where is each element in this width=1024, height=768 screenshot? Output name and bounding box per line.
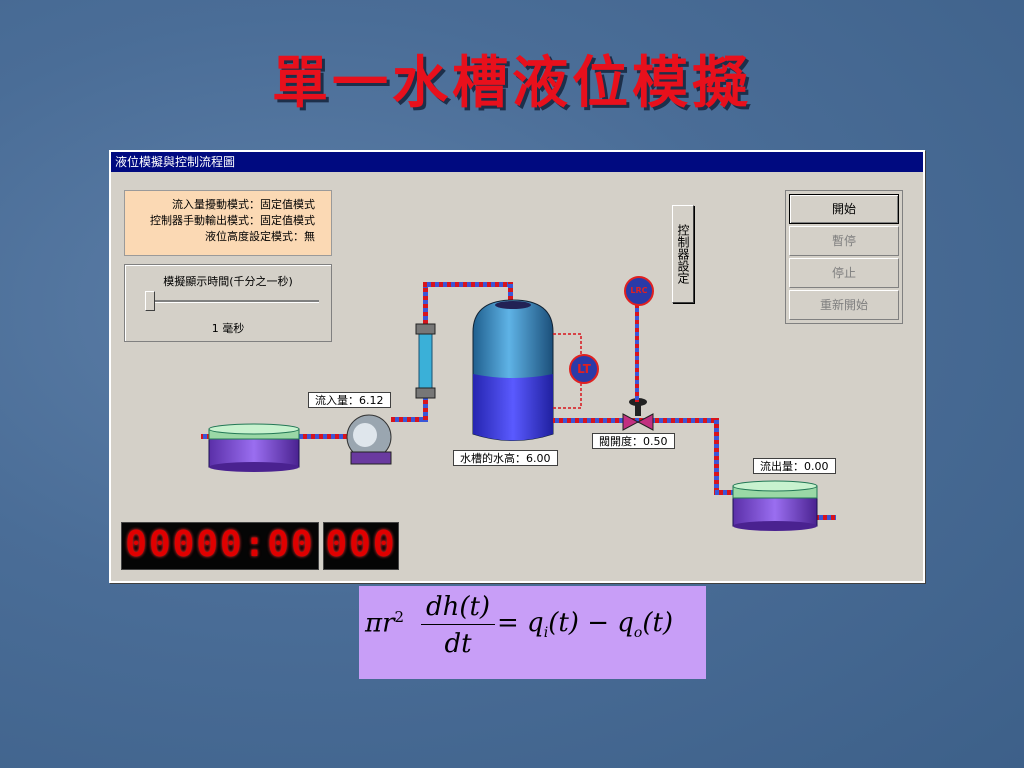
stop-button[interactable]: 停止 bbox=[789, 258, 899, 288]
level-equation: πr2 dh(t) dt = qi(t) − qo(t) bbox=[359, 586, 706, 679]
equation-qo-sub: o bbox=[633, 625, 643, 642]
sim-time-slider-thumb[interactable] bbox=[145, 291, 155, 311]
equation-rhs-tail: (t) bbox=[642, 608, 674, 638]
restart-button[interactable]: 重新開始 bbox=[789, 290, 899, 320]
info-line: 液位高度設定模式：無 bbox=[205, 230, 315, 243]
equation-exponent: 2 bbox=[394, 608, 405, 626]
window-titlebar: 液位模擬與控制流程圖 bbox=[111, 152, 923, 172]
pipe-top bbox=[423, 282, 511, 287]
lrc-signal-line bbox=[635, 304, 639, 402]
flowmeter-cap-bottom bbox=[415, 387, 436, 399]
simulation-window: 液位模擬與控制流程圖 bbox=[109, 150, 925, 583]
control-button-panel: 開始 暫停 停止 重新開始 bbox=[785, 190, 903, 324]
info-line: 控制器手動輸出模式：固定值模式 bbox=[150, 214, 315, 227]
tank-cap bbox=[495, 301, 531, 309]
pump bbox=[346, 414, 392, 465]
equation-numerator: dh(t) bbox=[421, 592, 495, 625]
lt-label: LT bbox=[577, 362, 591, 376]
source-basin bbox=[208, 423, 300, 472]
controller-settings-button[interactable]: 控制器設定 bbox=[672, 205, 694, 303]
equation-rhs: = qi(t) − qo(t) bbox=[497, 608, 673, 641]
sim-time-track[interactable] bbox=[153, 300, 319, 303]
equation-denominator: dt bbox=[444, 629, 472, 659]
clock-main: 00000:00 bbox=[121, 522, 319, 570]
valve-readout: 閥開度：0.50 bbox=[592, 433, 675, 449]
lt-transmitter[interactable]: LT bbox=[569, 354, 599, 384]
tank-level-readout: 水槽的水高：6.00 bbox=[453, 450, 558, 466]
equation-rhs-mid: (t) − q bbox=[548, 608, 634, 638]
start-button[interactable]: 開始 bbox=[789, 194, 899, 224]
flowmeter bbox=[418, 327, 433, 393]
pause-button[interactable]: 暫停 bbox=[789, 226, 899, 256]
pipe-outlet-end bbox=[816, 515, 836, 520]
pipe-tank-feed bbox=[508, 282, 513, 307]
equation-rhs-start: = q bbox=[497, 608, 544, 638]
outflow-readout: 流出量：0.00 bbox=[753, 458, 836, 474]
control-valve bbox=[622, 398, 654, 431]
equation-fraction: dh(t) dt bbox=[421, 592, 495, 659]
inflow-readout: 流入量：6.12 bbox=[308, 392, 391, 408]
tank-water bbox=[473, 374, 553, 441]
flowmeter-cap-top bbox=[415, 323, 436, 335]
info-line: 流入量擾動模式：固定值模式 bbox=[172, 198, 315, 211]
equation-qi-sub: i bbox=[543, 625, 549, 642]
sim-time-panel: 模擬顯示時間(千分之一秒) 1 毫秒 bbox=[124, 264, 332, 342]
process-diagram bbox=[201, 282, 836, 531]
pipe-outlet-bottom bbox=[714, 490, 739, 495]
sim-time-label: 模擬顯示時間(千分之一秒) bbox=[163, 275, 293, 288]
pipe-outlet-down bbox=[714, 418, 719, 493]
lrc-controller[interactable]: LRC bbox=[624, 276, 654, 306]
mode-info-panel: 流入量擾動模式：固定值模式 控制器手動輸出模式：固定值模式 液位高度設定模式：無 bbox=[124, 190, 332, 256]
equation-lhs: πr2 bbox=[365, 608, 404, 639]
sim-time-value: 1 毫秒 bbox=[211, 322, 245, 335]
clock-ms: 000 bbox=[323, 522, 399, 570]
drain-basin bbox=[732, 480, 818, 531]
equation-pi-r: πr bbox=[365, 608, 395, 639]
slide-title: 單一水槽液位模擬 bbox=[272, 50, 752, 116]
pipe-pump-out bbox=[391, 417, 426, 422]
lrc-label: LRC bbox=[630, 286, 648, 295]
